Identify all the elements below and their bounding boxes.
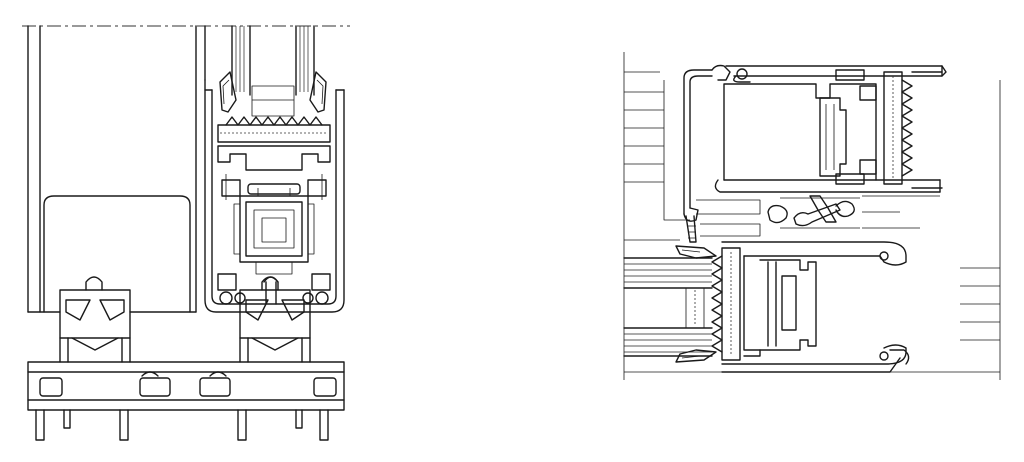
horizontal-section-view — [623, 52, 1001, 380]
glazing-seal-lower — [711, 247, 741, 361]
lock-hardware — [233, 183, 315, 275]
frame-rail — [27, 276, 345, 441]
frame-profile-lower — [721, 241, 910, 373]
interlock-section — [685, 195, 940, 243]
sash-profile — [204, 79, 345, 313]
wall-reference — [623, 52, 1001, 380]
glazing-unit — [231, 25, 315, 117]
fixed-panel — [27, 25, 206, 313]
sash-chamber — [217, 145, 331, 200]
glazing-seal — [217, 116, 331, 143]
glazing-gasket — [219, 71, 327, 113]
glazing-unit-lower — [623, 257, 713, 357]
glazing-seal-upper — [883, 65, 943, 193]
glazing-gasket-lower — [675, 245, 717, 363]
vertical-section-view — [22, 25, 350, 441]
frame-profile-upper — [683, 64, 947, 222]
